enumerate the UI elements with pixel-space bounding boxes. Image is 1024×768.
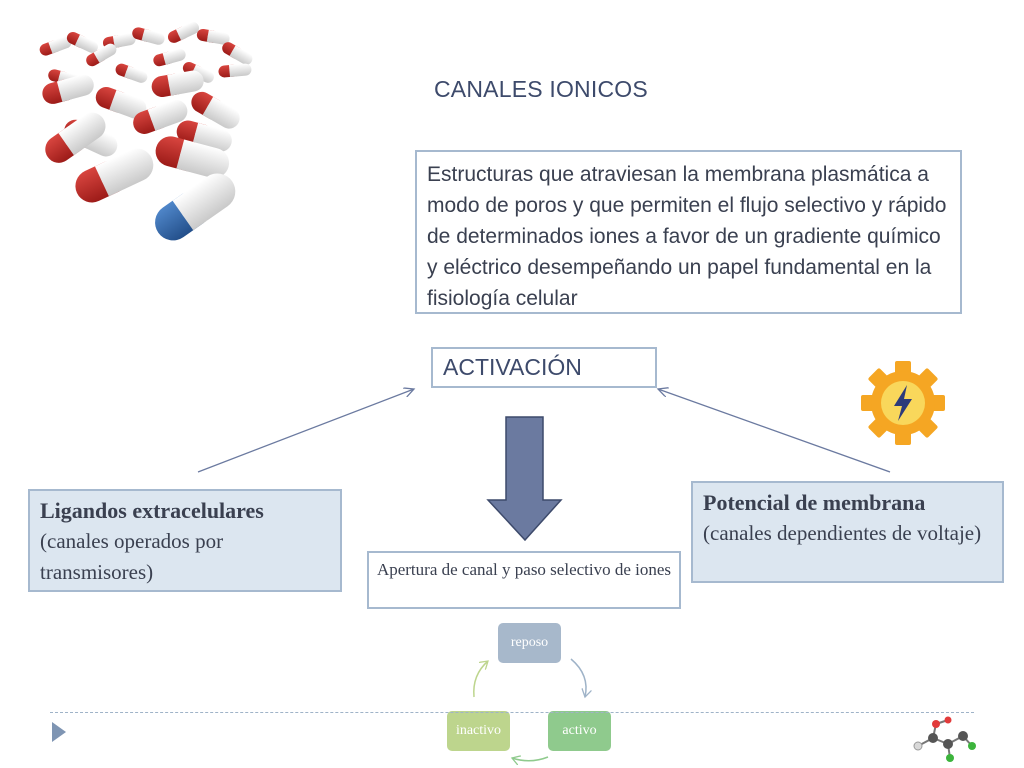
arrow-potential-to-activation	[658, 389, 891, 473]
aperture-box: Apertura de canal y paso selectivo de io…	[367, 551, 681, 609]
cycle-arrow-inactivo-reposo	[473, 661, 488, 698]
state-reposo: reposo	[498, 623, 561, 663]
play-icon[interactable]	[52, 722, 66, 742]
down-arrow	[486, 416, 563, 542]
potential-box: Potencial de membrana (canales dependien…	[691, 481, 1004, 583]
cycle-arrow-reposo-activo	[570, 658, 586, 697]
molecule-icon	[913, 716, 976, 762]
ligands-text: (canales operados por transmisores)	[40, 529, 224, 584]
gear-lightning-icon	[861, 361, 945, 445]
capsule-pills-image	[38, 20, 255, 241]
slide-title: CANALES IONICOS	[434, 76, 648, 102]
ligands-heading: Ligandos extracelulares	[40, 498, 264, 523]
ligands-box: Ligandos extracelulares (canales operado…	[28, 489, 342, 592]
activation-box: ACTIVACIÓN	[431, 347, 657, 388]
definition-box: Estructuras que atraviesan la membrana p…	[415, 150, 962, 314]
arrow-ligands-to-activation	[197, 389, 414, 473]
footer-divider	[50, 712, 974, 713]
potential-heading: Potencial de membrana	[703, 490, 926, 515]
state-inactivo: inactivo	[447, 711, 510, 751]
cycle-arrow-activo-inactivo	[512, 757, 549, 761]
state-activo: activo	[548, 711, 611, 751]
potential-text: (canales dependientes de voltaje)	[703, 521, 982, 545]
